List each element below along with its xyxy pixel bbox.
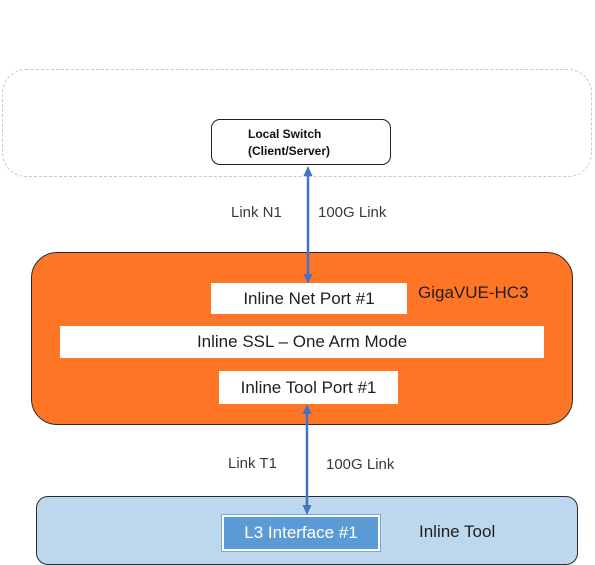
l3-interface-box[interactable]: L3 Interface #1 (221, 514, 381, 552)
local-switch-label: Local Switch (248, 127, 322, 141)
local-switch-sublabel: (Client/Server) (248, 144, 331, 158)
link-t1-label: Link T1 (228, 455, 277, 472)
inline-tool-port-box[interactable]: Inline Tool Port #1 (219, 371, 398, 404)
link-n1-label: Link N1 (231, 204, 282, 221)
link-t1-speed-label: 100G Link (326, 456, 395, 473)
local-switch-box[interactable]: Local Switch (Client/Server) (211, 119, 391, 165)
link-n1-speed-label: 100G Link (318, 204, 387, 221)
gigavue-hc3-title: GigaVUE-HC3 (418, 283, 529, 302)
inline-net-port-box[interactable]: Inline Net Port #1 (211, 283, 407, 314)
inline-tool-title: Inline Tool (419, 522, 496, 541)
inline-ssl-mode-bar[interactable]: Inline SSL – One Arm Mode (60, 326, 544, 358)
